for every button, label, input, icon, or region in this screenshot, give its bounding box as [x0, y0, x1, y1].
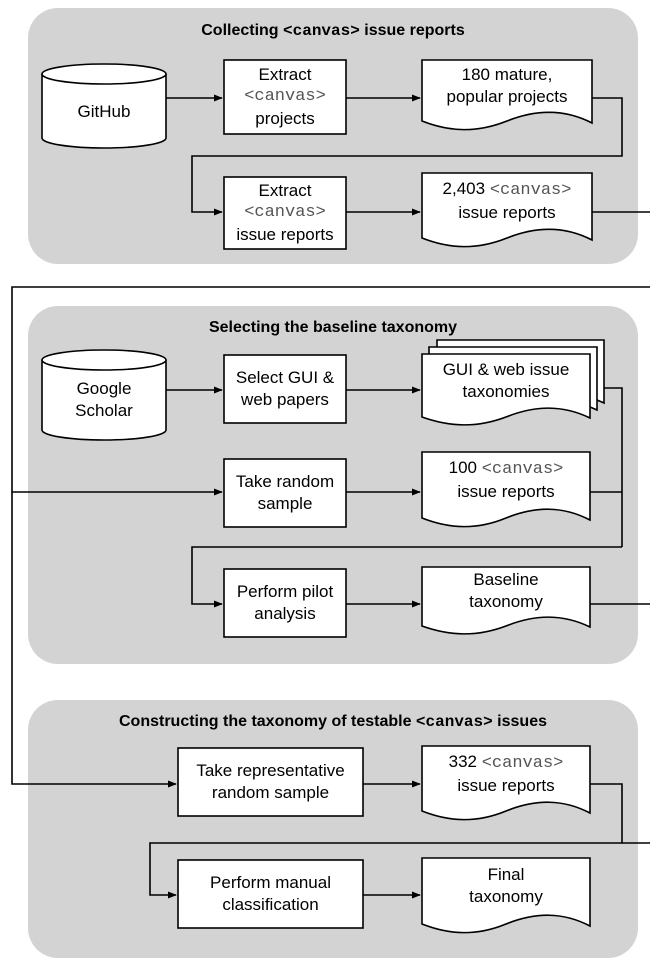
mature-projects-doc — [421, 59, 593, 131]
extract-reports-label: Extract <canvas> issue reports — [236, 181, 334, 244]
google-scholar-database-icon — [41, 349, 167, 441]
baseline-label: Baseline taxonomy — [469, 570, 543, 611]
arrow-to-representative — [11, 492, 177, 788]
select-papers-box — [223, 354, 347, 424]
taxonomies-label: GUI & web issue taxonomies — [442, 360, 570, 401]
taxonomies-doc — [421, 353, 591, 426]
reports-100-label: 100 <canvas> issue reports — [448, 458, 564, 501]
reports-100-doc — [421, 451, 591, 528]
random-sample-label: Take random sample — [235, 472, 335, 513]
reports-2403-doc — [421, 172, 593, 248]
arrow-to-pilot — [191, 546, 622, 608]
random-sample-box — [223, 458, 347, 528]
reports-332-label: 332 <canvas> issue reports — [448, 752, 564, 795]
github-database-icon — [41, 63, 167, 149]
manual-box — [177, 859, 364, 929]
arrow-projects-to-extract-reports — [191, 97, 623, 216]
extract-reports-box — [223, 176, 347, 250]
representative-box — [177, 747, 364, 817]
reports-2403-label: 2,403 <canvas> issue reports — [442, 179, 572, 222]
panel-title-constructing: Constructing the taxonomy of testable <c… — [119, 713, 547, 731]
final-label: Final taxonomy — [469, 865, 543, 906]
panel-title-baseline: Selecting the baseline taxonomy — [208, 319, 458, 336]
extract-projects-label: Extract <canvas> projects — [244, 65, 326, 128]
panel-title-collecting: Collecting <canvas> issue reports — [201, 22, 465, 40]
representative-label: Take representative random sample — [196, 761, 345, 802]
line-taxonomies-down — [604, 387, 623, 547]
arrow-332-to-manual — [149, 783, 623, 899]
arrow-2403-to-sample — [11, 286, 650, 496]
extract-projects-box — [223, 59, 347, 135]
pilot-label: Perform pilot analysis — [236, 582, 334, 623]
mature-projects-label: 180 mature, popular projects — [446, 65, 568, 106]
google-scholar-label: Google Scholar — [75, 379, 133, 420]
manual-label: Perform manual classification — [210, 873, 331, 914]
reports-332-doc — [421, 745, 591, 821]
select-papers-label: Select GUI & web papers — [235, 368, 335, 409]
baseline-doc — [421, 566, 591, 635]
pilot-box — [223, 568, 347, 638]
final-doc — [421, 857, 591, 934]
github-label: GitHub — [77, 102, 131, 121]
